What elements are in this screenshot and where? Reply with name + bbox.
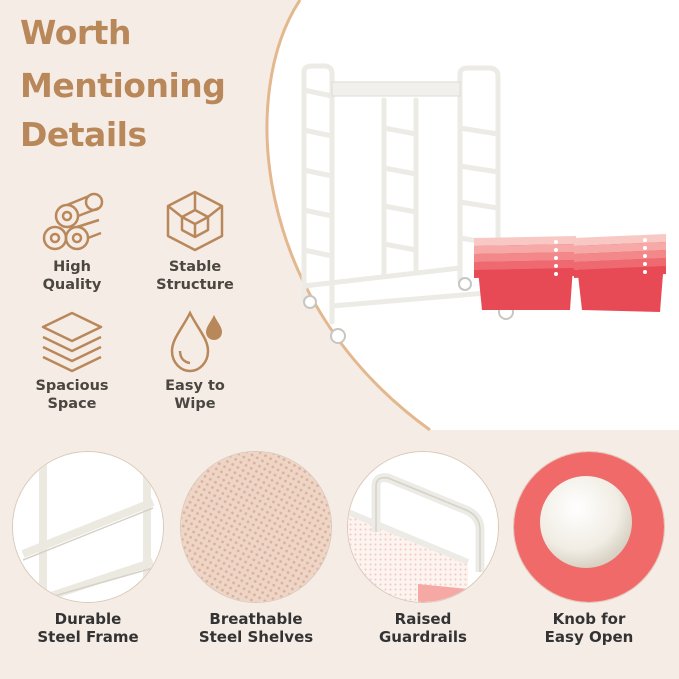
detail-caption-shelves: Breathable Steel Shelves [198,610,314,646]
headline-line-3: Details [20,115,147,154]
water-drop-icon [170,310,222,373]
layers-icon [41,311,103,373]
feature-stable-structure: Stable Structure [140,188,250,294]
cube-icon [166,190,224,252]
feature-easy-to-wipe: Easy to Wipe [140,307,250,413]
storage-cart-image [301,63,666,344]
feature-label: Easy to Wipe [165,378,225,412]
rolls-icon [42,192,104,251]
detail-shelf-mesh-image [180,451,332,603]
feature-label: Stable Structure [156,259,234,293]
detail-knob-image [513,451,665,603]
feature-label: Spacious Space [35,378,109,412]
detail-caption-knob: Knob for Easy Open [544,610,634,646]
headline-line-2: Mentioning [20,66,226,105]
feature-spacious-space: Spacious Space [17,307,127,413]
feature-high-quality: High Quality [17,188,127,294]
detail-caption-frame: Durable Steel Frame [37,610,139,646]
detail-caption-guardrails: Raised Guardrails [379,610,467,646]
feature-label: High Quality [42,259,102,293]
detail-steel-frame-image [12,451,164,603]
detail-guardrail-image [347,451,499,603]
headline-line-1: Worth [20,13,131,52]
